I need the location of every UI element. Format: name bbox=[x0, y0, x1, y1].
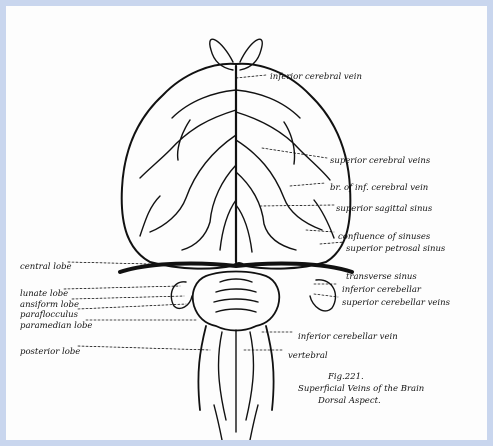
label-posterior-lobe: posterior lobe bbox=[20, 347, 80, 357]
label-br-inf-cerebral-vein: br. of inf. cerebral vein bbox=[330, 183, 428, 193]
label-transverse-sinus: transverse sinus bbox=[346, 272, 417, 282]
vein-branch bbox=[140, 110, 236, 178]
label-vertebral: vertebral bbox=[288, 351, 328, 361]
label-confluence-of-sinuses: confluence of sinuses bbox=[338, 232, 430, 242]
vermis-fold bbox=[214, 299, 258, 302]
vein-branch bbox=[236, 90, 300, 118]
label-central-lobe: central lobe bbox=[20, 262, 72, 272]
label-superior-cerebral-veins: superior cerebral veins bbox=[330, 156, 430, 166]
vermis-fold bbox=[220, 279, 252, 282]
vein-branch bbox=[236, 172, 296, 250]
vermis-fold bbox=[216, 289, 256, 292]
figure-caption-line2: Dorsal Aspect. bbox=[318, 396, 381, 407]
label-ansiform-lobe: ansiform lobe bbox=[20, 300, 79, 310]
label-paraflocculus: paraflocculus bbox=[20, 310, 78, 320]
vein-branch bbox=[220, 200, 236, 250]
leader-line bbox=[64, 262, 210, 350]
label-inferior-cerebellar: inferior cerebellar bbox=[342, 285, 421, 295]
figure-number: Fig.221. bbox=[328, 372, 364, 383]
label-superior-cerebellar-veins: superior cerebellar veins bbox=[342, 298, 450, 308]
vein-branch bbox=[314, 200, 334, 238]
cerebellum-outline bbox=[193, 272, 280, 331]
label-superior-petrosal-sinus: superior petrosal sinus bbox=[346, 244, 445, 254]
brain-drawing bbox=[6, 6, 487, 440]
label-inferior-cerebral-vein: inferior cerebral vein bbox=[270, 72, 362, 82]
vermis-fold bbox=[216, 309, 256, 312]
figure-caption-line1: Superficial Veins of the Brain bbox=[298, 384, 424, 395]
vein-branch bbox=[284, 122, 295, 164]
label-superior-sagittal-sinus: superior sagittal sinus bbox=[336, 204, 432, 214]
label-paramedian-lobe: paramedian lobe bbox=[20, 321, 92, 331]
vein-branch bbox=[140, 196, 160, 236]
vein-branch bbox=[236, 112, 330, 180]
vein-branch bbox=[236, 205, 252, 252]
label-lunate-lobe: lunate lobe bbox=[20, 289, 68, 299]
vein-branch bbox=[182, 165, 236, 250]
label-inferior-cerebellar-vein: inferior cerebellar vein bbox=[298, 332, 398, 342]
vein-branch bbox=[150, 135, 236, 232]
